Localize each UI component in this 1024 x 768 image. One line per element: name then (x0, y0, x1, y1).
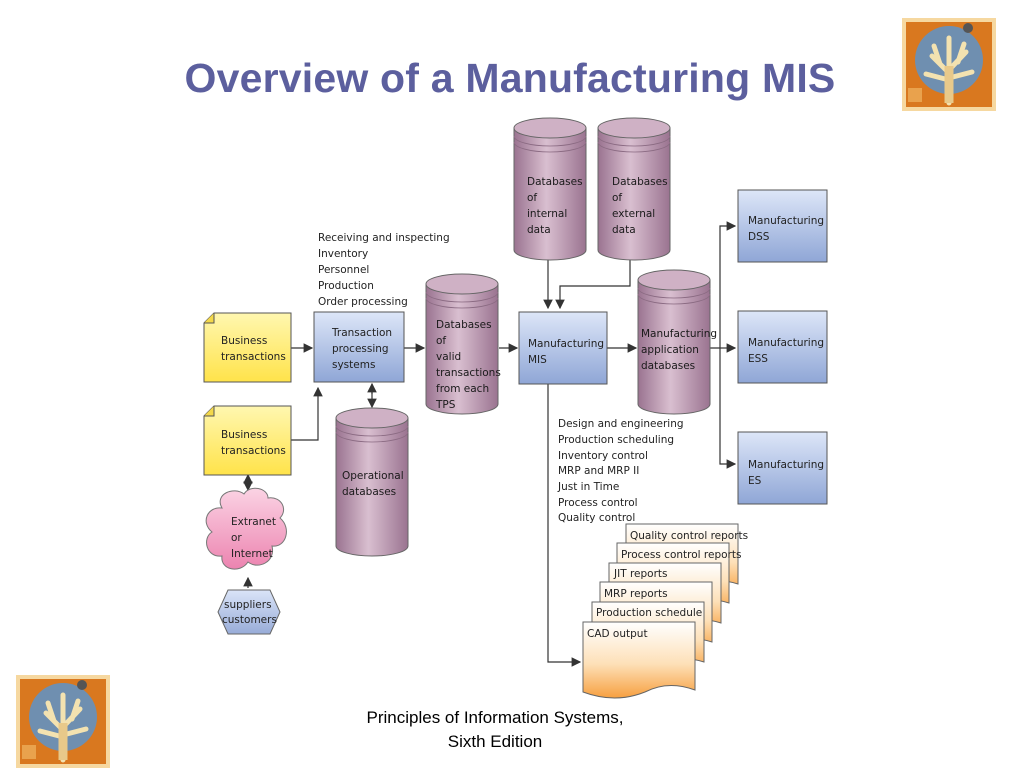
svg-text:CAD output: CAD output (587, 628, 648, 640)
extranet-label: Internet (231, 548, 273, 560)
transaction-processing-box: Transaction processing systems (313, 311, 405, 383)
svg-text:Production schedule: Production schedule (596, 607, 702, 619)
business-transactions-note-2: Business transactions (203, 405, 292, 476)
suppliers-label: suppliers (224, 599, 272, 611)
svg-text:Process control reports: Process control reports (621, 549, 741, 561)
svg-text:MRP reports: MRP reports (604, 588, 668, 600)
slide-title: Overview of a Manufacturing MIS (184, 55, 836, 101)
slide-footer: Principles of Information Systems, Sixth… (330, 706, 660, 754)
mis-subsystems-list: Design and engineering Production schedu… (557, 418, 687, 524)
suppliers-customers-hexagon: suppliers customers (217, 589, 281, 635)
extranet-label: Extranet (231, 516, 276, 528)
business-transactions-label: transactions (221, 351, 286, 363)
tps-label: Transaction (331, 327, 392, 339)
svg-text:Quality control reports: Quality control reports (630, 530, 748, 542)
report-stack: Quality control reports Process control … (582, 523, 748, 699)
business-transactions-label: Business (221, 429, 267, 441)
tree-logo-icon (902, 18, 996, 111)
business-transactions-label: Business (221, 335, 267, 347)
business-transactions-label: transactions (221, 445, 286, 457)
tree-logo-icon (16, 675, 110, 768)
svg-text:JIT reports: JIT reports (613, 568, 667, 580)
customers-label: customers (222, 614, 277, 626)
tps-label: systems (332, 359, 375, 371)
footer-line: Principles of Information Systems, (366, 708, 624, 727)
connector-lines (243, 221, 737, 667)
tps-subsystems-list: Receiving and inspecting Inventory Perso… (318, 232, 453, 308)
extranet-label: or (231, 532, 242, 544)
report-cad-output: CAD output (582, 621, 696, 699)
tps-label: processing (332, 343, 389, 355)
footer-line: Sixth Edition (447, 732, 543, 751)
business-transactions-note-1: Business transactions (203, 312, 292, 383)
